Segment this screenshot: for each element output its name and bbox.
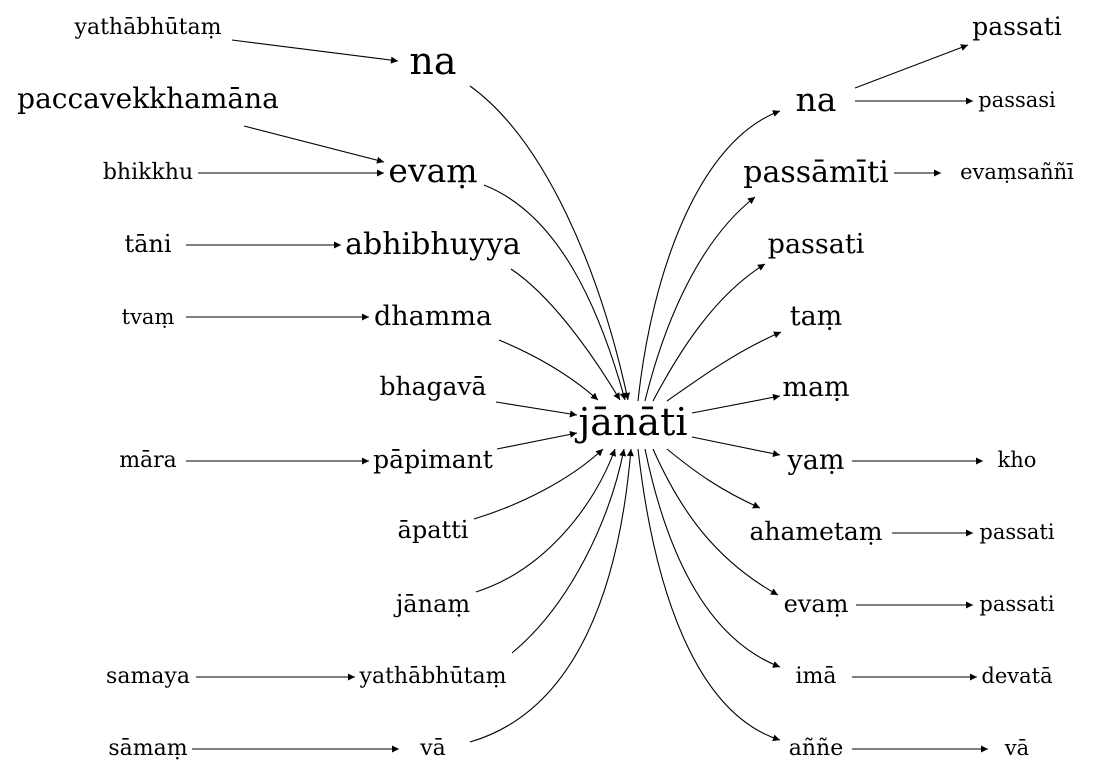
node-outer-left: samaya: [106, 664, 190, 689]
node-inner-right: evaṃ: [784, 590, 849, 618]
node-outer-right: passasi: [978, 88, 1056, 112]
edge-janati-to-na: [637, 110, 781, 402]
edge-evam-to-janati: [483, 184, 627, 401]
node-inner-right: yaṃ: [787, 445, 845, 476]
node-outer-left: tāni: [124, 230, 171, 258]
edge-janati-to-passamiti: [644, 196, 756, 402]
edge-papimant-to-janati: [496, 430, 578, 450]
edge-dhamma-to-janati: [498, 339, 599, 401]
edge-paccavekkhamana-to-evam: [243, 125, 385, 164]
node-inner-right: passāmīti: [743, 155, 888, 190]
node-outer-right: evaṃsaññī: [960, 160, 1074, 184]
center-node: jānāti: [575, 400, 688, 444]
node-inner-left: evaṃ: [388, 151, 477, 190]
node-outer-left: sāmaṃ: [108, 736, 187, 761]
node-outer-left: bhikkhu: [103, 160, 193, 185]
edge-janati-to-anne: [637, 448, 781, 742]
node-outer-right: kho: [998, 448, 1037, 472]
node-outer-left: yathābhūtaṃ: [74, 15, 222, 40]
edges-inner-right: [637, 110, 782, 742]
node-inner-left: bhagavā: [380, 372, 487, 401]
node-inner-left: āpatti: [398, 516, 469, 544]
edge-janati-to-mam: [691, 393, 781, 414]
outer-left-nodes: yathābhūtaṃ paccavekkhamāna bhikkhu tāni…: [17, 15, 279, 761]
node-outer-left: paccavekkhamāna: [17, 82, 279, 115]
node-inner-right: na: [796, 80, 837, 119]
node-inner-left: vā: [419, 736, 446, 761]
edge-na-to-janati: [469, 85, 630, 401]
node-inner-right: aññe: [789, 736, 843, 761]
node-inner-right: maṃ: [782, 372, 849, 403]
node-outer-left: tvaṃ: [122, 305, 175, 329]
node-inner-right: passati: [768, 229, 865, 260]
edge-janati-to-passati: [652, 263, 766, 402]
node-inner-left: jānaṃ: [393, 590, 471, 618]
edge-apatti-to-janati: [473, 448, 604, 520]
edges-outer-right: [852, 44, 988, 753]
node-inner-left: dhamma: [374, 301, 492, 332]
node-outer-left: māra: [119, 448, 177, 473]
node-outer-right: passati: [979, 592, 1054, 616]
node-inner-right: imā: [795, 664, 836, 689]
node-outer-right: passati: [979, 520, 1054, 544]
edge-yathabhutam-to-na: [231, 39, 399, 64]
node-inner-left: pāpimant: [373, 445, 493, 474]
edge-janati-to-tam: [666, 331, 782, 402]
node-inner-left: na: [409, 39, 456, 83]
edge-janati-to-ima: [644, 448, 781, 668]
edges-inner-left: [469, 85, 634, 743]
edge-abhibhuyya-to-janati: [510, 268, 621, 401]
edge-yathabhutam2-to-janati: [511, 448, 627, 654]
node-outer-right: vā: [1004, 736, 1029, 760]
inner-left-nodes: na evaṃ abhibhuyya dhamma bhagavā pāpima…: [345, 39, 521, 761]
node-inner-right: ahametaṃ: [749, 517, 882, 546]
edge-janati-to-yam: [691, 436, 781, 458]
node-inner-left: yathābhūtaṃ: [359, 664, 507, 689]
edge-janati-to-evam: [652, 448, 779, 596]
edge-na-to-passati: [854, 44, 969, 89]
node-outer-right: passati: [972, 12, 1062, 41]
outer-right-nodes: passati passasi evaṃsaññī kho passati pa…: [960, 12, 1074, 760]
edge-janati-to-ahametam: [666, 448, 761, 509]
node-inner-left: abhibhuyya: [345, 227, 521, 262]
edges-outer-left: [186, 39, 399, 753]
edge-va-to-janati: [469, 448, 634, 743]
node-outer-right: devatā: [981, 664, 1052, 688]
node-inner-right: taṃ: [790, 301, 843, 332]
edge-bhagava-to-janati: [495, 401, 578, 418]
edge-janam-to-janati: [475, 448, 616, 593]
inner-right-nodes: na passāmīti passati taṃ maṃ yaṃ ahameta…: [743, 80, 888, 761]
